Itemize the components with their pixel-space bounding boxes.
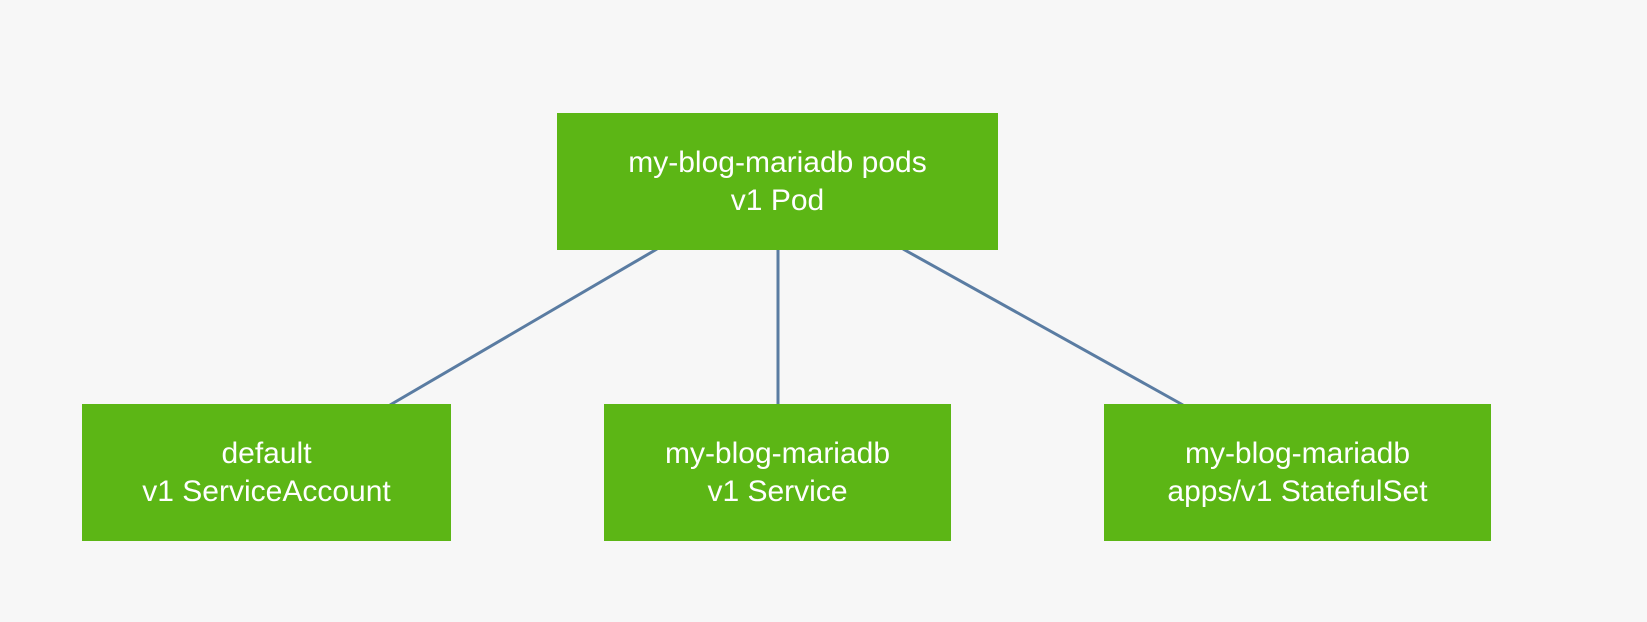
node-pod-label-line1: my-blog-mariadb pods xyxy=(628,145,927,179)
edge-pod-statefulset xyxy=(902,247,1184,407)
node-pod-label-line2: v1 Pod xyxy=(730,183,825,217)
node-serviceaccount-label-line2: v1 ServiceAccount xyxy=(142,474,391,508)
node-statefulset[interactable]: my-blog-mariadb apps/v1 StatefulSet xyxy=(1104,404,1491,541)
node-statefulset-label-line1: my-blog-mariadb xyxy=(1184,436,1411,470)
node-serviceaccount-label-line1: default xyxy=(221,436,312,470)
node-pod[interactable]: my-blog-mariadb pods v1 Pod xyxy=(557,113,998,250)
node-service-label-line2: v1 Service xyxy=(707,474,848,508)
node-serviceaccount[interactable]: default v1 ServiceAccount xyxy=(82,404,451,541)
node-service[interactable]: my-blog-mariadb v1 Service xyxy=(604,404,951,541)
edge-pod-serviceaccount xyxy=(389,247,658,407)
node-statefulset-label-line2: apps/v1 StatefulSet xyxy=(1167,474,1428,508)
node-service-label-line1: my-blog-mariadb xyxy=(664,436,891,470)
